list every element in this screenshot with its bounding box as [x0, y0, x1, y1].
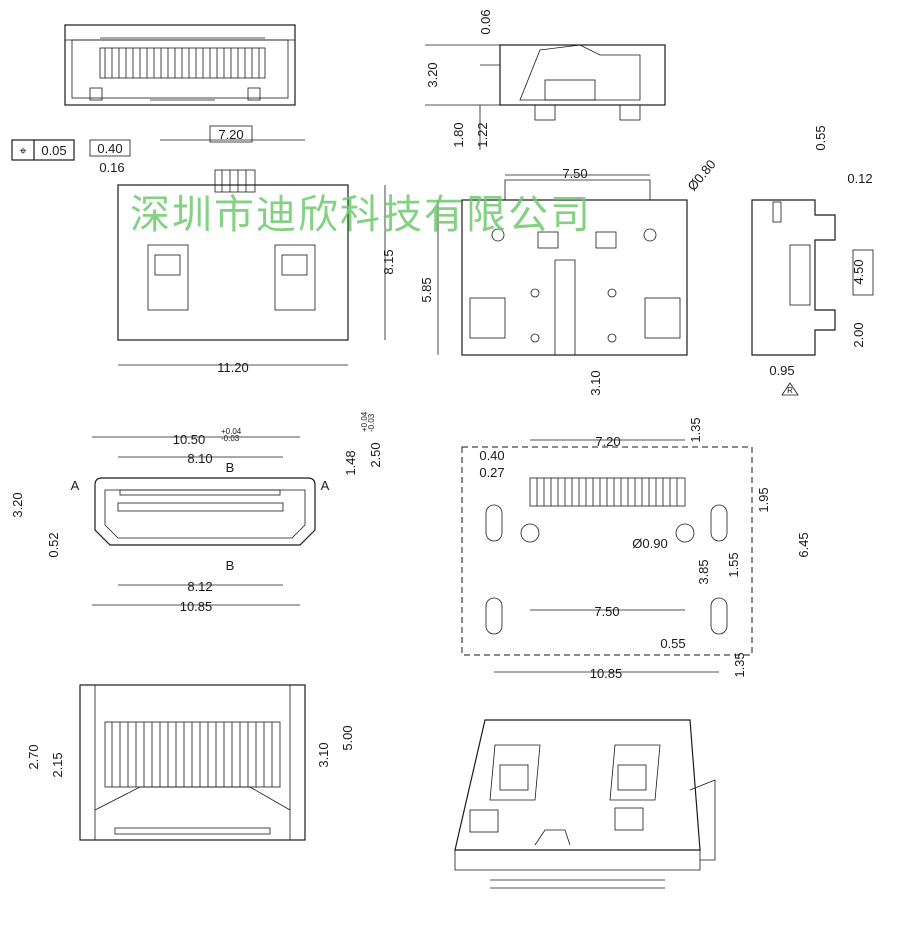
tol-2-50-lower: -0.03 [367, 413, 376, 432]
dim-3-20: 3.20 [425, 62, 440, 87]
tolerance-frame: ⌖ 0.05 [11, 139, 75, 161]
pcb-dim-1-55: 1.55 [726, 552, 741, 577]
top-view: 0.40 7.20 0.16 8.15 11.20 [89, 125, 396, 375]
dim-10-50: 10.50 [173, 432, 206, 447]
side-profile-view: 0.06 3.20 1.80 1.22 [425, 9, 666, 150]
dim-4-50: 4.50 [851, 259, 866, 284]
rear-view: 2.70 2.15 3.10 5.00 [26, 684, 355, 841]
isometric-view [454, 719, 716, 889]
dim-3-20-front: 3.20 [10, 492, 25, 517]
dim-3-10: 3.10 [588, 370, 603, 395]
pcb-dim-7-50: 7.50 [594, 604, 619, 619]
pcb-layout: 7.20 1.35 0.40 0.27 1.95 6.45 Ø0.90 3.85… [461, 417, 811, 681]
top-pins [104, 48, 260, 78]
position-symbol: ⌖ [19, 143, 27, 158]
pcb-dim-0-27: 0.27 [479, 465, 504, 480]
tolerance-value: 0.05 [41, 143, 66, 158]
tol-10-50-lower: -0.03 [221, 434, 240, 443]
dim-1-48: 1.48 [343, 450, 358, 475]
tol-10-50-upper: +0.04 [221, 427, 242, 436]
pcb-dim-1-35-top: 1.35 [688, 417, 703, 442]
dim-1-80: 1.80 [451, 122, 466, 147]
dim-8-10: 8.10 [187, 451, 212, 466]
side-view: 0.55 0.12 4.50 2.00 0.95 R [751, 125, 874, 396]
dim-0-52: 0.52 [46, 532, 61, 557]
datum-mark: R [787, 386, 793, 395]
dim-0-06: 0.06 [478, 9, 493, 34]
dim-7-50: 7.50 [562, 166, 587, 181]
dim-0-95: 0.95 [769, 363, 794, 378]
pcb-dim-10-85: 10.85 [590, 666, 623, 681]
rear-dim-3-10: 3.10 [316, 742, 331, 767]
dim-0-40: 0.40 [97, 141, 122, 156]
pcb-dim-0-55: 0.55 [660, 636, 685, 651]
pcb-dim-3-85: 3.85 [696, 559, 711, 584]
dim-8-15: 8.15 [381, 249, 396, 274]
dim-0-16: 0.16 [99, 160, 124, 175]
datum-b-top: B [226, 460, 235, 475]
dim-2-50: 2.50 [368, 442, 383, 467]
dim-1-22: 1.22 [475, 122, 490, 147]
rear-dim-2-70: 2.70 [26, 744, 41, 769]
rear-dim-2-15: 2.15 [50, 752, 65, 777]
rear-dim-5-00: 5.00 [340, 725, 355, 750]
pcb-dim-1-95: 1.95 [756, 487, 771, 512]
datum-a-right: A [321, 478, 330, 493]
pcb-dim-0-40: 0.40 [479, 448, 504, 463]
pcb-dim-1-35-bottom: 1.35 [732, 652, 747, 677]
dim-0-12: 0.12 [847, 171, 872, 186]
top-outline-view [64, 24, 296, 106]
dim-7-20: 7.20 [218, 127, 243, 142]
dim-5-85: 5.85 [419, 277, 434, 302]
front-view: 10.50 +0.04 -0.03 8.10 2.50 +0.04 -0.03 … [10, 411, 383, 614]
datum-a-left: A [71, 478, 80, 493]
dim-2-00: 2.00 [851, 322, 866, 347]
dim-0-55: 0.55 [813, 125, 828, 150]
dim-dia-0-80: Ø0.80 [684, 157, 718, 194]
pcb-dim-dia-0-90: Ø0.90 [632, 536, 667, 551]
datum-b-bottom: B [226, 558, 235, 573]
tol-2-50-upper: +0.04 [360, 411, 369, 432]
pcb-dim-7-20: 7.20 [595, 434, 620, 449]
pcb-dim-6-45: 6.45 [796, 532, 811, 557]
dim-10-85-front: 10.85 [180, 599, 213, 614]
dim-11-20: 11.20 [217, 360, 249, 375]
dim-8-12: 8.12 [187, 579, 212, 594]
company-watermark: 深圳市迪欣科技有限公司 [130, 192, 592, 238]
